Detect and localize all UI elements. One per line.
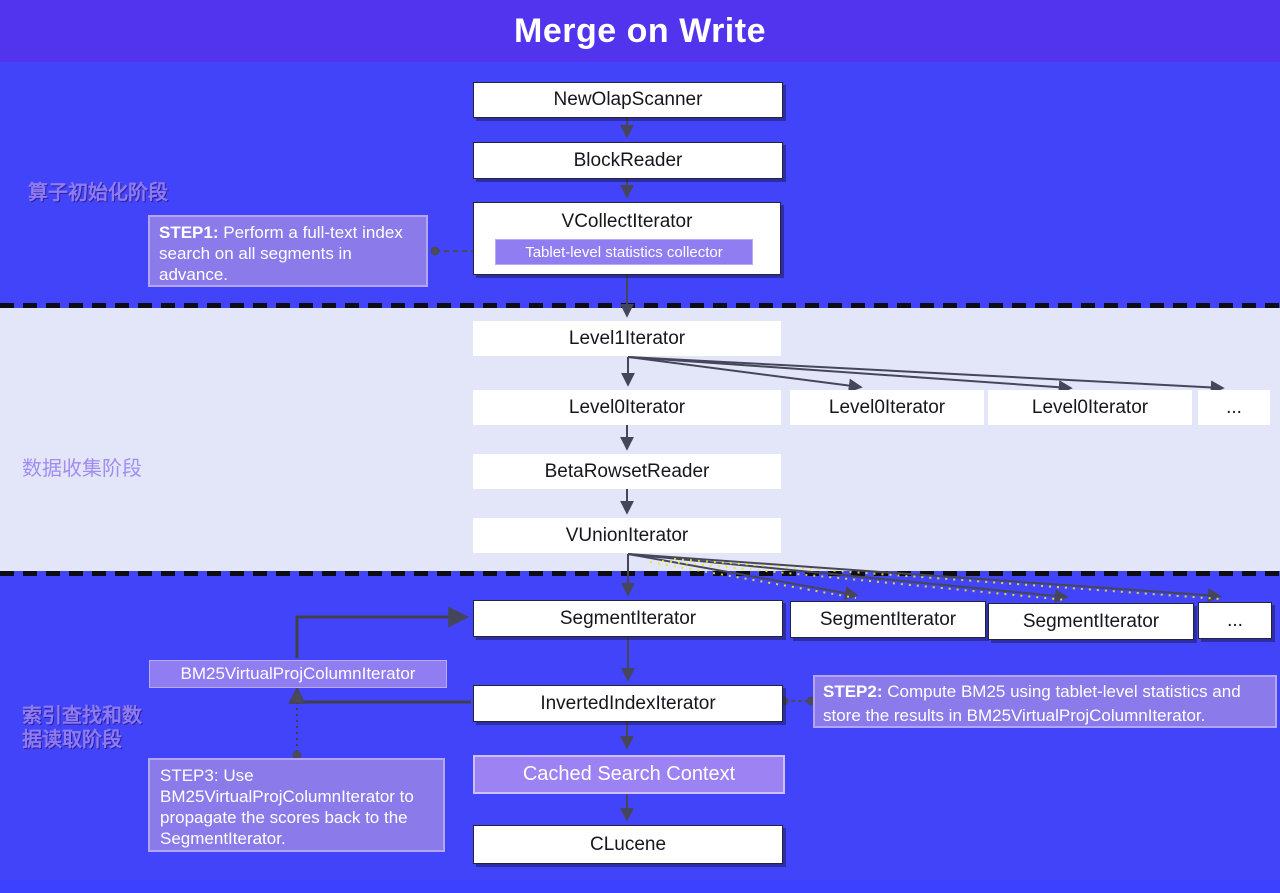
phase-label-index-read-line1: 索引查找和数 [22,705,142,727]
phase-divider-1 [0,303,1280,308]
step3-annotation: STEP3: Use BM25VirtualProjColumnIterator… [148,758,445,852]
node-new-olap-scanner: NewOlapScanner [473,82,783,118]
footer-strip [0,880,1280,893]
step1-text: Perform a full-text index search on all … [159,223,403,284]
node-segment-iterator-3: SegmentIterator [988,603,1194,640]
step1-prefix: STEP1: [159,223,219,242]
node-level1-iterator: Level1Iterator [473,321,781,356]
phase-label-index-read-line2: 据读取阶段 [22,729,122,751]
step2-text: Compute BM25 using tablet-level statisti… [823,682,1241,725]
step2-annotation: STEP2: Compute BM25 using tablet-level s… [813,675,1277,728]
node-vcollect-iterator-label: VCollectIterator [561,211,693,232]
step2-prefix: STEP2: [823,682,883,701]
page-title: Merge on Write [514,11,766,50]
node-vunion-iterator: VUnionIterator [473,518,781,553]
node-clucene: CLucene [473,825,783,864]
node-block-reader: BlockReader [473,142,783,179]
phase-label-operator-init: 算子初始化阶段 [28,182,168,204]
node-tablet-statistics-collector: Tablet-level statistics collector [495,239,753,265]
phase-label-index-read: 索引查找和数 据读取阶段 [22,704,142,752]
node-segment-iterator-1: SegmentIterator [473,600,783,637]
phase-label-data-collect: 数据收集阶段 [22,458,142,480]
phase-divider-2 [0,571,1280,576]
node-level0-iterator-3: Level0Iterator [988,390,1192,425]
step1-annotation: STEP1: Perform a full-text index search … [148,215,428,287]
node-level0-ellipsis: ... [1198,390,1270,425]
node-inverted-index-iterator: InvertedIndexIterator [473,685,783,722]
diagram-title-bar: Merge on Write [0,0,1280,62]
node-level0-iterator-1: Level0Iterator [473,390,781,425]
node-beta-rowset-reader: BetaRowsetReader [473,454,781,489]
step3-prefix: STEP3: [160,766,219,785]
node-segment-ellipsis: ... [1198,602,1272,639]
step3-text: Use BM25VirtualProjColumnIterator to pro… [160,766,414,848]
node-segment-iterator-2: SegmentIterator [790,601,986,638]
node-level0-iterator-2: Level0Iterator [790,390,984,425]
node-bm25-virtual-proj-column-iterator: BM25VirtualProjColumnIterator [149,660,447,688]
node-cached-search-context: Cached Search Context [473,755,785,794]
